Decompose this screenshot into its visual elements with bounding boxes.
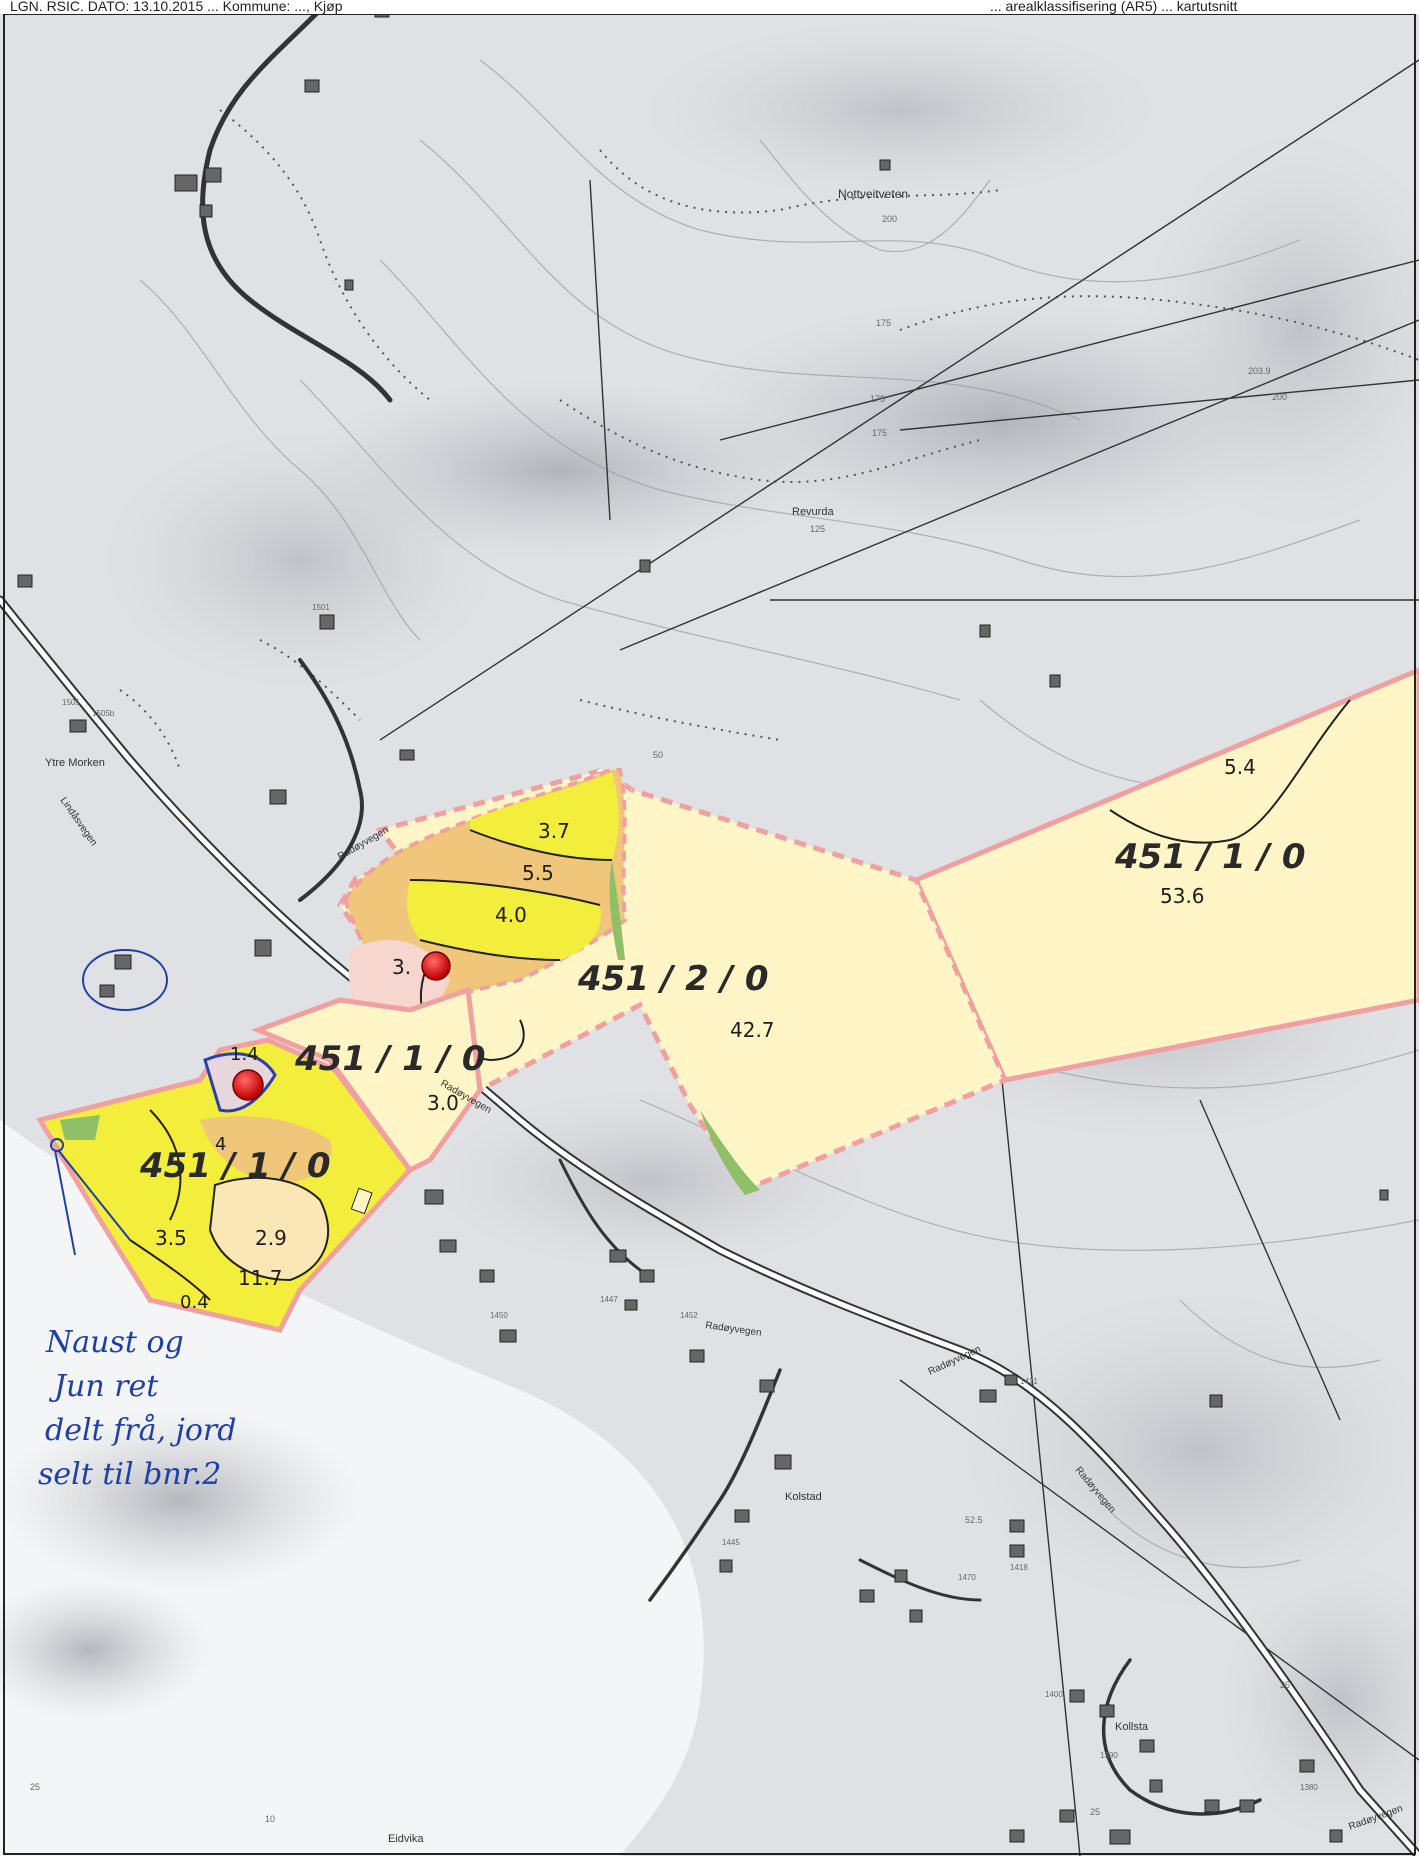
- area-value: 11.7: [238, 1266, 283, 1290]
- parcel-id-451-1-0-west: 451 / 1 / 0: [139, 1146, 330, 1186]
- parcel-id-451-1-0-east: 451 / 1 / 0: [1114, 837, 1305, 877]
- annotation-line: Naust og: [45, 1325, 184, 1360]
- boundary-lines: [379, 59, 1419, 1856]
- elevation-label: 25: [1280, 1680, 1290, 1690]
- roads: [0, 7, 1419, 1856]
- house-number: 1418: [1010, 1563, 1028, 1572]
- house-number: 1421: [1020, 1377, 1038, 1386]
- elevation-label: 52.5: [965, 1515, 983, 1525]
- field-4-0: [407, 880, 601, 960]
- header-band: [0, 0, 1419, 14]
- house-number: 1470: [958, 1573, 976, 1582]
- elevation-label: 175: [876, 318, 891, 328]
- ar5-line-east: [1109, 699, 1351, 844]
- house-number: 1390: [1100, 1751, 1118, 1760]
- skog-strip-1: [700, 1110, 760, 1195]
- elevation-label: 50: [653, 750, 663, 760]
- parcel-id-451-1-0-mid: 451 / 1 / 0: [294, 1039, 485, 1079]
- marker-point: [421, 951, 451, 981]
- field-2-9: [208, 1176, 330, 1282]
- area-value: 5.4: [1224, 755, 1256, 779]
- elevation-label: 175: [872, 428, 887, 438]
- house-number: 1445: [722, 1538, 740, 1547]
- elevation-label: 200: [882, 214, 897, 224]
- header-left: LGN. RSIC. DATO: 13.10.2015 ... Kommune:…: [10, 0, 343, 14]
- house-number: 1452: [680, 1311, 698, 1320]
- elevation-label: 25: [30, 1782, 40, 1792]
- field-inner-lines: [409, 829, 613, 961]
- area-value: 3.7: [538, 819, 570, 843]
- place-eidvika: Eidvika: [388, 1833, 424, 1845]
- field-inner-west-lines: [129, 1109, 211, 1301]
- house-number: 1450: [490, 1311, 508, 1320]
- elevation-label: 25: [1090, 1807, 1100, 1817]
- place-nottveitveten: Nottveitveten: [838, 187, 908, 201]
- skog-strip-3: [60, 1115, 100, 1140]
- field-small-rect: [350, 1187, 373, 1215]
- elevation-label: 125: [810, 524, 825, 534]
- area-value: 3.0: [427, 1091, 459, 1115]
- annotation-line: Jun ret: [48, 1369, 159, 1404]
- area-value: 5.5: [522, 861, 554, 885]
- annotation-line: selt til bnr.2: [38, 1457, 221, 1492]
- buildings: [17, 4, 1389, 1845]
- hand-annotation-marks: [50, 949, 168, 1256]
- area-value: 3.: [392, 955, 411, 979]
- place-revurda: Revurda: [792, 506, 834, 518]
- house-number: 1505b: [92, 709, 115, 718]
- area-value: 53.6: [1160, 884, 1205, 908]
- place-kollsta: Kollsta: [1115, 1721, 1149, 1733]
- area-value: 4: [215, 1134, 226, 1155]
- elevation-label: 203.9: [1248, 366, 1271, 376]
- skog-strip-2: [609, 860, 625, 960]
- house-number: 1447: [600, 1295, 618, 1304]
- annotation-line: delt frå, jord: [45, 1413, 236, 1448]
- elevation-label: 10: [265, 1814, 275, 1824]
- area-value: 42.7: [730, 1018, 775, 1042]
- contour-lines: [139, 59, 1419, 1569]
- place-kolstad: Kolstad: [785, 1491, 822, 1503]
- house-number: 1501: [312, 603, 330, 612]
- elevation-label: 200: [1272, 392, 1287, 402]
- field-3-7: [470, 772, 619, 860]
- area-value: 1.4: [230, 1044, 259, 1065]
- elevation-label: 175: [870, 394, 885, 404]
- area-value: 2.9: [255, 1226, 287, 1250]
- house-number: 1400: [1045, 1690, 1063, 1699]
- header-right: ... arealklassifisering (AR5) ... kartut…: [990, 0, 1238, 14]
- area-value: 0.4: [180, 1292, 209, 1313]
- house-number: 1505: [62, 698, 80, 707]
- place-ytre-morken: Ytre Morken: [45, 757, 105, 769]
- parcel-id-451-2-0: 451 / 2 / 0: [577, 959, 768, 999]
- house-number: 1380: [1300, 1783, 1318, 1792]
- area-value: 3.5: [155, 1226, 187, 1250]
- area-value: 4.0: [495, 903, 527, 927]
- marker-point: [232, 1069, 264, 1101]
- field-innmarksbeite-west: [200, 1116, 332, 1183]
